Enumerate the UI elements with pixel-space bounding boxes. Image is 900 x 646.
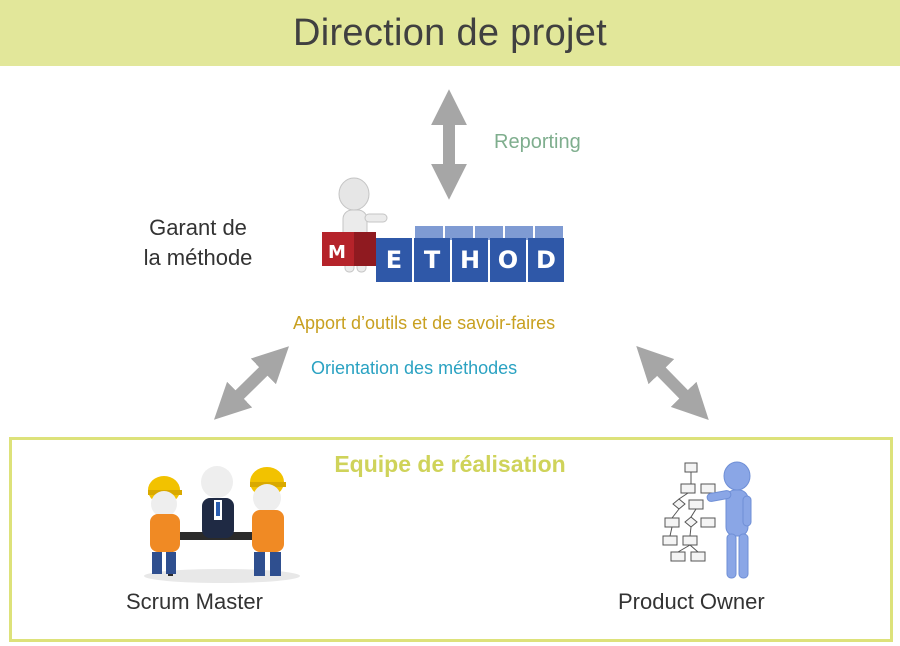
product-owner-illustration (662, 461, 752, 579)
method-block (376, 238, 412, 282)
right-arrow (636, 346, 709, 420)
left-arrow (214, 346, 289, 420)
orientation-label: Orientation des méthodes (311, 358, 518, 378)
scrum-team-illustration (144, 466, 300, 583)
method-block (490, 238, 526, 282)
team-box (9, 437, 893, 642)
method-block (528, 238, 564, 282)
method-letter: O (498, 246, 518, 274)
direction-banner: Direction de projet (0, 0, 900, 66)
garant-line-2: la méthode (143, 244, 253, 270)
method-letter: H (460, 246, 480, 274)
method-letter: T (424, 246, 441, 274)
apport-label: Apport d’outils et de savoir-faires (293, 313, 556, 333)
method-block (414, 238, 450, 282)
reporting-label: Reporting (494, 131, 581, 153)
garant-line-1: Garant de (149, 215, 247, 240)
method-letter: E (386, 246, 402, 274)
scrum-master-label: Scrum Master (126, 589, 263, 614)
product-owner-label: Product Owner (618, 589, 765, 614)
garant-label: Garant de la méthode (118, 213, 278, 272)
team-title: Equipe de réalisation (334, 451, 566, 477)
method-letter: M (328, 242, 346, 263)
method-block (452, 238, 488, 282)
direction-title: Direction de projet (292, 11, 608, 54)
method-letter: D (536, 246, 556, 274)
